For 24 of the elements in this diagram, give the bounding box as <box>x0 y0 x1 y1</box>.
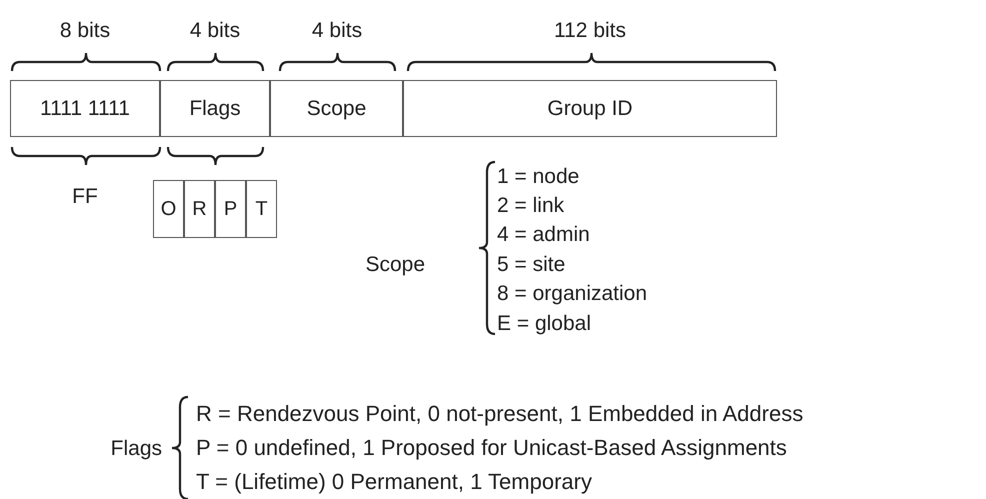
value-definition: P = 0 undefined, 1 Proposed for Unicast-Based Assignments <box>196 437 787 459</box>
value-definition: 1 = node <box>497 166 580 186</box>
flag-bit-cell: P <box>215 180 246 238</box>
value-definition: T = (Lifetime) 0 Permanent, 1 Temporary <box>196 471 592 493</box>
field-cell: Scope <box>270 80 403 137</box>
bit-width-label: 112 bits <box>554 20 626 40</box>
value-definition: 8 = organization <box>497 282 648 304</box>
bit-width-label: 4 bits <box>312 20 362 40</box>
value-definition: R = Rendezvous Point, 0 not-present, 1 Embedded in Address <box>196 403 804 425</box>
legend-heading: Scope <box>365 254 425 274</box>
field-cell: Group ID <box>403 80 777 137</box>
legend-heading: Flags <box>110 438 162 458</box>
flag-bit-cell: O <box>153 180 184 238</box>
value-definition: 4 = admin <box>497 224 590 244</box>
bit-width-label: 4 bits <box>190 20 240 40</box>
hex-value-label: FF <box>72 186 98 206</box>
bit-width-label: 8 bits <box>60 20 110 40</box>
value-definition: 2 = link <box>497 194 564 216</box>
value-definition: 5 = site <box>497 254 566 274</box>
flag-bit-cell: R <box>184 180 215 238</box>
flag-bit-cell: T <box>246 180 277 238</box>
field-cell: 1111 1111 <box>10 80 160 137</box>
value-definition: E = global <box>497 312 591 334</box>
field-cell: Flags <box>160 80 270 137</box>
